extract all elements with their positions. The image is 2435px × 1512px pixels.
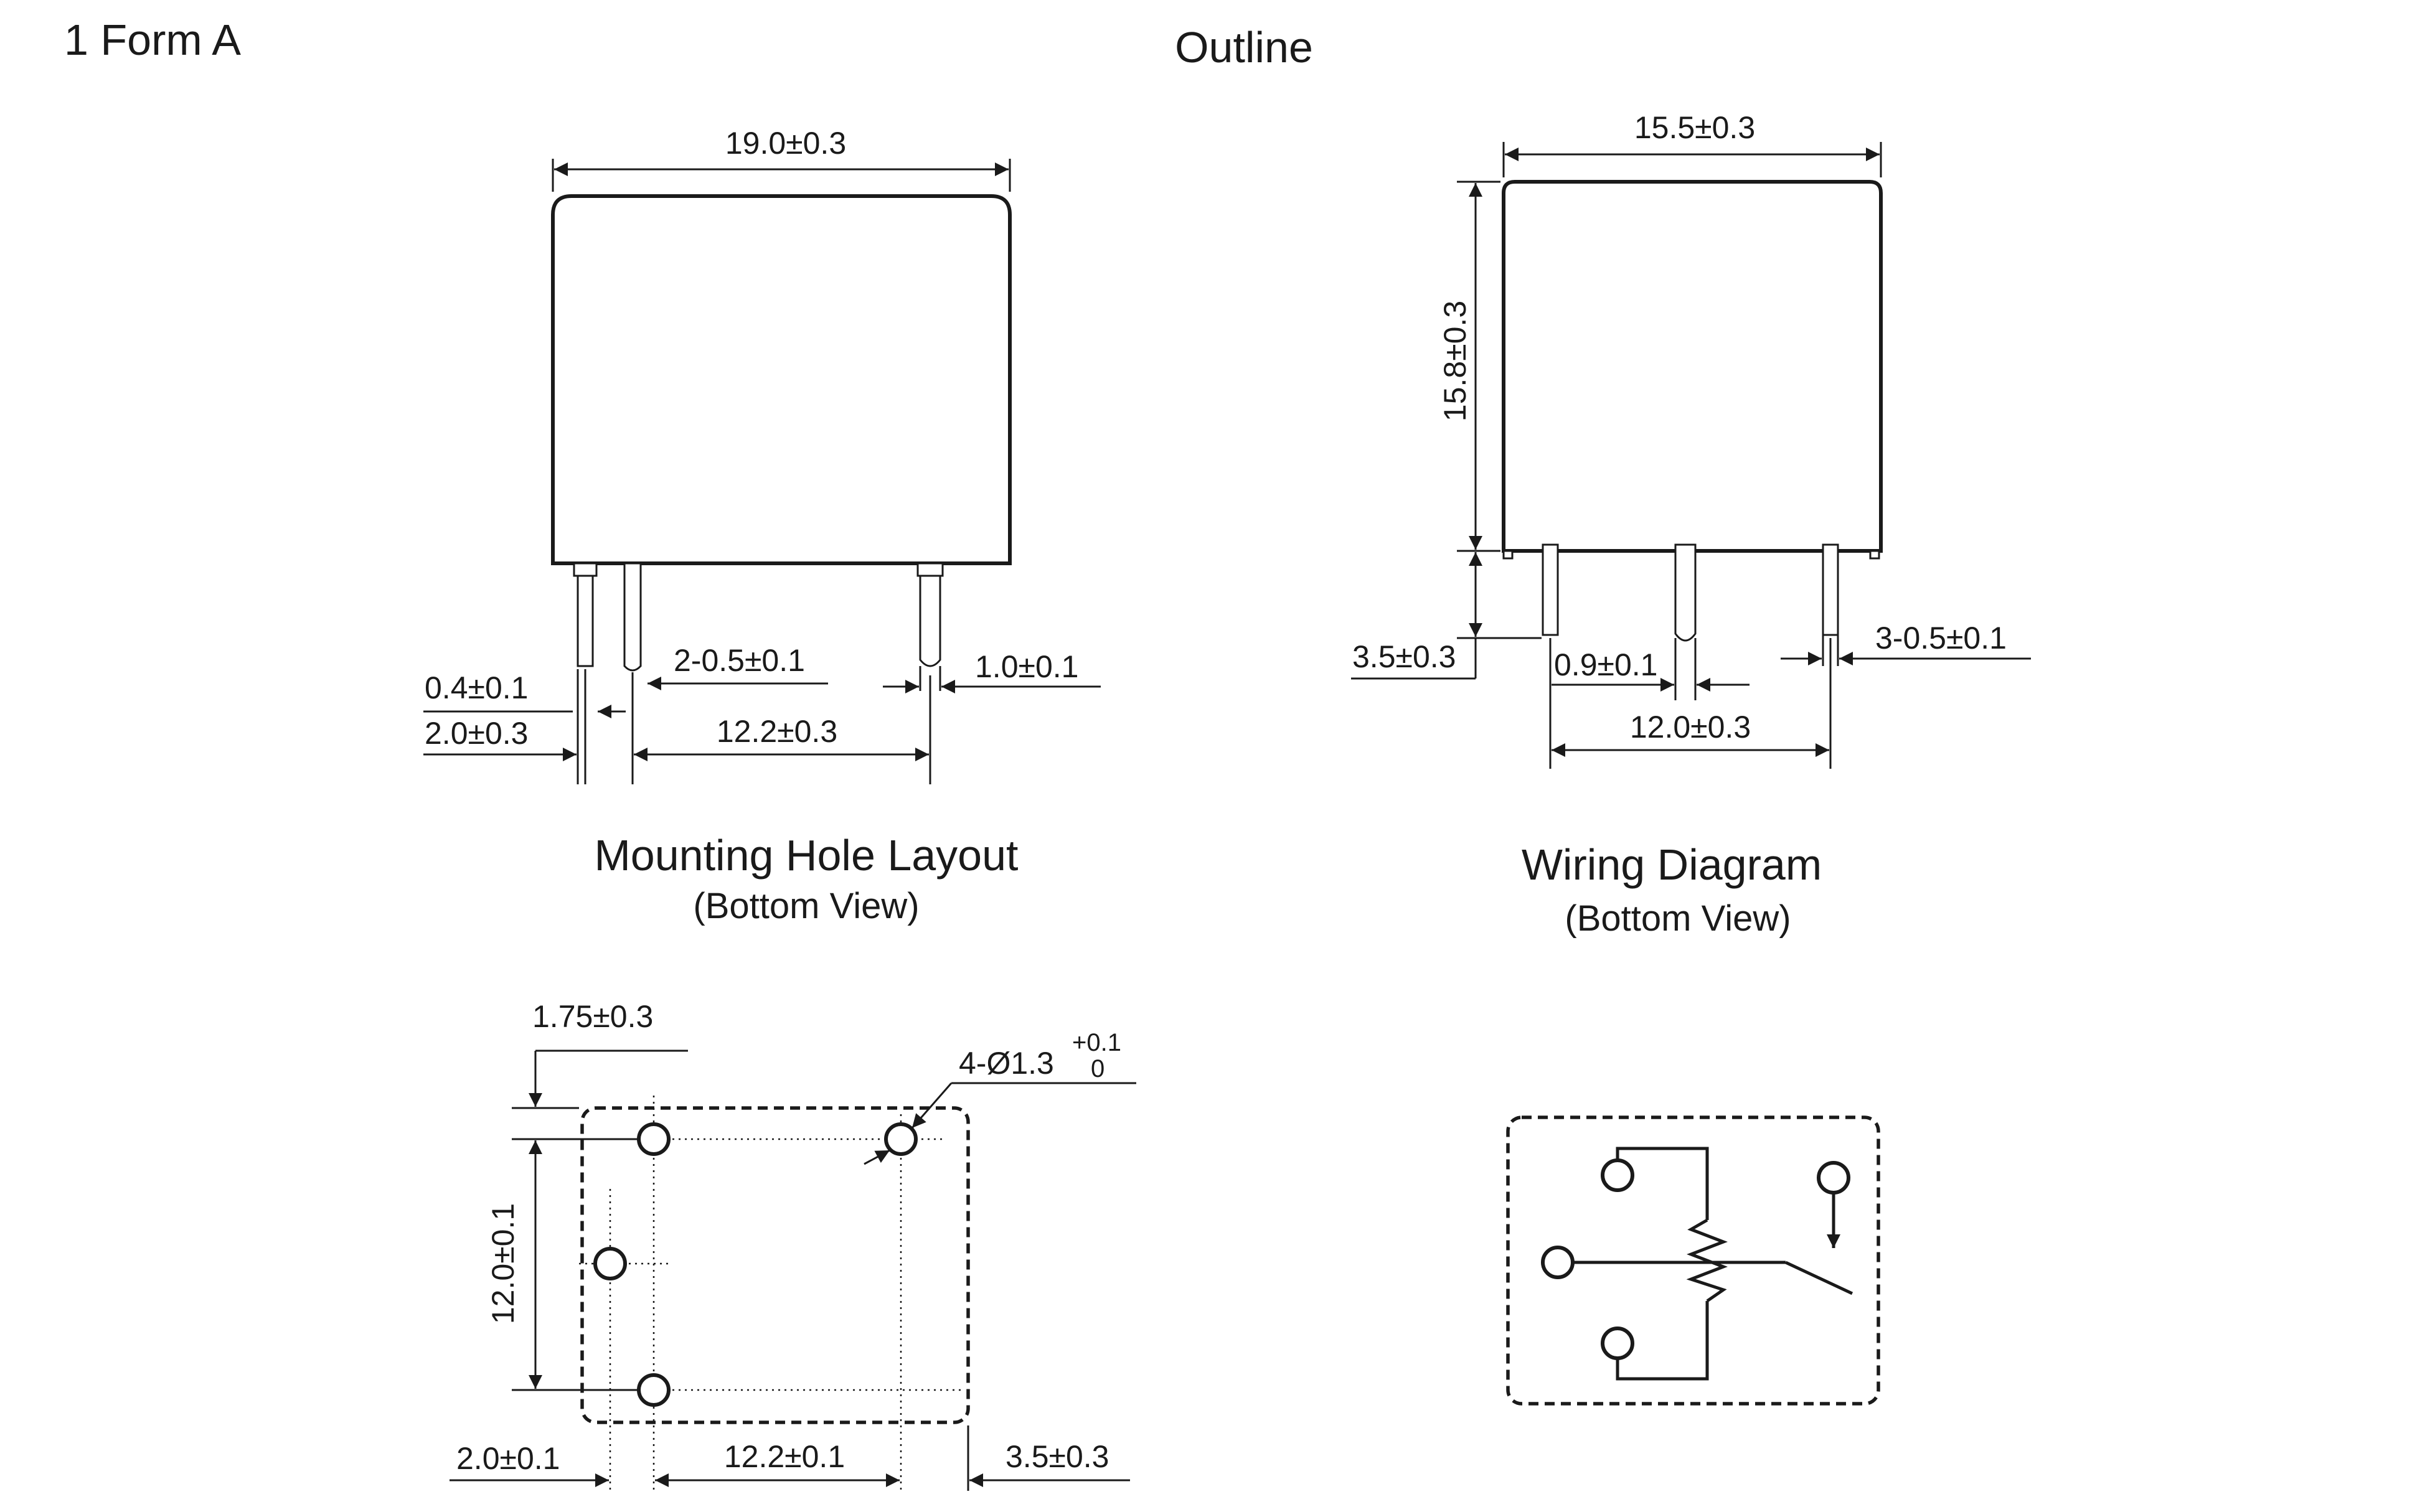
mounting-hole-tol-upper: +0.1 (1072, 1029, 1121, 1056)
wiring-title: Wiring Diagram (1522, 840, 1822, 889)
side-pin-3 (1822, 543, 1839, 636)
side-pin-dim-1: 0.9±0.1 (1554, 647, 1657, 682)
outline-title: Outline (1175, 23, 1313, 72)
wiring-coil-lead-bottom (1616, 1301, 1709, 1381)
front-view: 19.0±0.3 0.4±0.1 2.0±0.3 2-0.5±0.1 12.2±… (423, 126, 1101, 784)
side-pin-1 (1542, 543, 1559, 636)
wiring-coil-symbol (1686, 1218, 1728, 1303)
front-pin-dim-5: 1.0±0.1 (975, 649, 1078, 684)
front-pin-dim-4: 12.2±0.3 (717, 714, 837, 749)
side-pin-length-dim: 3.5±0.3 (1352, 639, 1456, 674)
mounting-hole-leader (911, 1082, 953, 1129)
side-width-dim: 15.5±0.3 (1634, 110, 1755, 145)
mounting-title: Mounting Hole Layout (595, 831, 1019, 880)
wiring-outline (1506, 1115, 1880, 1406)
mounting-right-dim: 3.5±0.3 (1006, 1439, 1109, 1474)
side-relay-body (1502, 180, 1883, 553)
front-pin-dim-1: 0.4±0.1 (425, 670, 528, 705)
side-height-dim: 15.8±0.3 (1438, 301, 1472, 421)
mounting-hole-4 (637, 1373, 671, 1407)
side-pin-2 (1674, 543, 1697, 642)
mounting-left-dim: 2.0±0.1 (456, 1441, 560, 1476)
mounting-top-offset-dim: 1.75±0.3 (532, 999, 653, 1034)
front-relay-body (551, 194, 1012, 565)
mounting-pitch-dim: 12.2±0.1 (724, 1439, 845, 1474)
front-pin-dim-3: 2-0.5±0.1 (674, 643, 805, 678)
mounting-hole-layout: Mounting Hole Layout (Bottom View) 1.75±… (450, 831, 1136, 1491)
mounting-hole-2 (884, 1122, 918, 1156)
wiring-diagram: Wiring Diagram (Bottom View) (1506, 840, 1880, 1406)
front-pin-1-leg (577, 575, 594, 667)
form-label: 1 Form A (64, 16, 241, 64)
side-pin-pitch-dim: 12.0±0.3 (1630, 710, 1751, 744)
mounting-vertical-dim: 12.0±0.1 (486, 1203, 520, 1324)
wiring-terminal-no (1817, 1161, 1850, 1195)
front-pin-dim-2: 2.0±0.3 (425, 716, 528, 751)
wiring-moving-contact (1784, 1261, 1853, 1295)
mounting-hole-dim: 4-Ø1.3 (959, 1046, 1054, 1081)
mounting-hole-1 (637, 1122, 671, 1156)
front-width-dim: 19.0±0.3 (725, 126, 846, 161)
mounting-outline (580, 1106, 970, 1424)
wiring-subtitle: (Bottom View) (1565, 898, 1791, 939)
side-pin-dim-2: 3-0.5±0.1 (1875, 621, 2007, 655)
side-view: 15.5±0.3 15.8±0.3 3.5±0.3 0.9±0.1 3-0.5±… (1351, 110, 2031, 769)
wiring-terminal-coil-1 (1601, 1158, 1634, 1192)
front-pin-3-leg (919, 575, 941, 667)
mounting-hole-3 (593, 1247, 627, 1280)
front-pin-3 (916, 562, 944, 577)
front-pin-2 (623, 562, 642, 672)
wiring-terminal-coil-2 (1601, 1327, 1634, 1360)
front-pin-1 (573, 562, 598, 577)
wiring-coil-lead-top (1616, 1147, 1709, 1220)
mounting-hole-tol-lower: 0 (1091, 1055, 1104, 1082)
mounting-subtitle: (Bottom View) (693, 886, 919, 926)
wiring-terminal-common (1541, 1246, 1575, 1279)
